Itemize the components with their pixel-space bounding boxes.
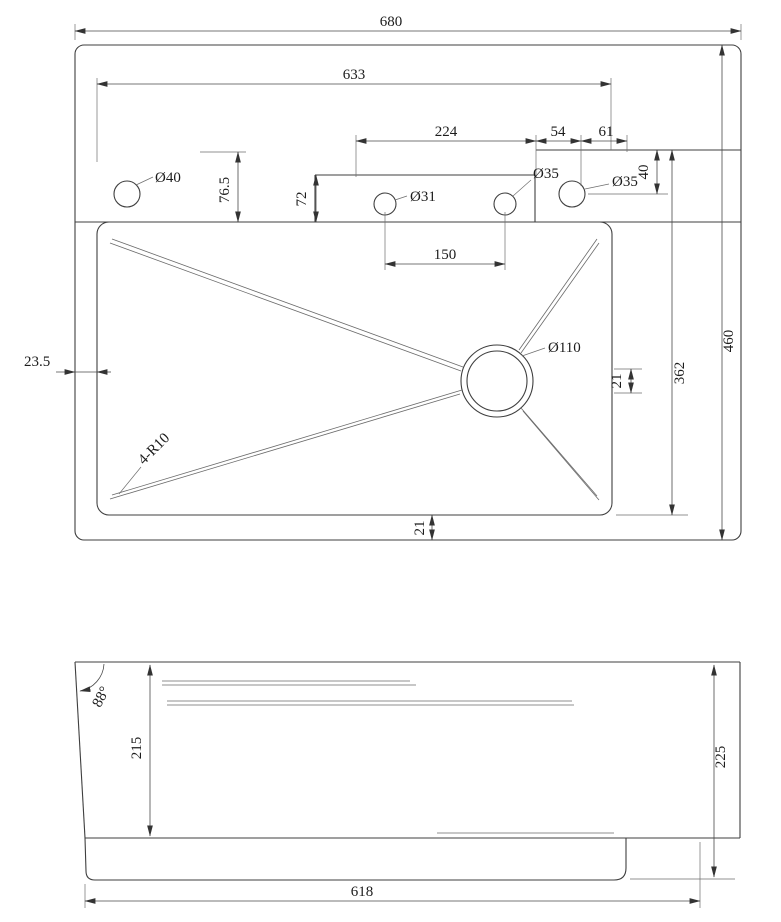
faucet-hole-right [558, 180, 586, 208]
label-hole-left: Ø40 [135, 170, 181, 186]
dim-460-label: 460 [721, 330, 737, 353]
label-d31-text: Ø31 [410, 189, 436, 205]
dim-40-label: 40 [636, 165, 652, 180]
side-groove-lines [162, 680, 574, 706]
drain [460, 344, 534, 418]
dim-76-5-label: 76.5 [217, 177, 233, 203]
dim-460: 460 [719, 44, 737, 541]
bowl-outline [96, 221, 613, 516]
dim-224-54-61: 224 54 61 [355, 124, 628, 186]
dim-150: 150 [384, 212, 506, 270]
dim-21-bottom: 21 [412, 514, 435, 541]
dim-215-label: 215 [129, 737, 145, 760]
dim-362: 362 [616, 149, 688, 516]
dim-40: 40 [588, 149, 668, 195]
dim-618-label: 618 [351, 884, 374, 900]
dim-54-label: 54 [551, 124, 567, 140]
bottom-grooves [109, 238, 600, 501]
dim-23-5: 23.5 [24, 354, 111, 375]
dim-225-label: 225 [713, 746, 729, 769]
dim-88deg-label: 88° [89, 684, 113, 710]
faucet-hole-mid [373, 192, 397, 216]
label-d35-mid-text: Ø35 [533, 166, 559, 182]
label-d40-text: Ø40 [155, 170, 181, 186]
label-hole-right: Ø35 [584, 174, 638, 190]
dim-23-5-label: 23.5 [24, 354, 50, 370]
label-drain: Ø110 [521, 340, 581, 357]
label-hole-mid: Ø31 [394, 189, 436, 205]
dim-618: 618 [84, 842, 701, 908]
dim-21-bottom-label: 21 [412, 521, 428, 536]
top-view: 680 633 224 54 61 150 [24, 14, 742, 541]
dim-362-label: 362 [672, 362, 688, 385]
dim-76-5: 76.5 [200, 151, 246, 223]
faucet-hole-mid-right [493, 192, 517, 216]
label-d110-text: Ø110 [548, 340, 581, 356]
dim-88deg: 88° [79, 663, 113, 710]
side-body-outline [74, 661, 741, 839]
outer-rim-outline [74, 44, 742, 541]
dim-633: 633 [96, 67, 612, 162]
dim-21-right-label: 21 [609, 374, 625, 389]
side-base-outline [84, 837, 627, 881]
dim-72: 72 [294, 174, 319, 223]
dim-680: 680 [74, 14, 742, 40]
dim-21-right: 21 [609, 368, 642, 394]
dim-72-label: 72 [294, 192, 310, 207]
label-d35-right-text: Ø35 [612, 174, 638, 190]
dim-150-label: 150 [434, 247, 457, 263]
dim-61-label: 61 [599, 124, 614, 140]
faucet-hole-left [113, 180, 141, 208]
side-view: 88° 215 225 618 [74, 661, 741, 908]
dim-225: 225 [630, 664, 735, 880]
dim-224-label: 224 [435, 124, 458, 140]
dim-633-label: 633 [343, 67, 366, 83]
dim-680-label: 680 [380, 14, 403, 30]
dim-215: 215 [129, 664, 153, 837]
label-4-r10-text: 4-R10 [135, 430, 173, 468]
label-hole-mid-right: Ø35 [512, 166, 559, 197]
